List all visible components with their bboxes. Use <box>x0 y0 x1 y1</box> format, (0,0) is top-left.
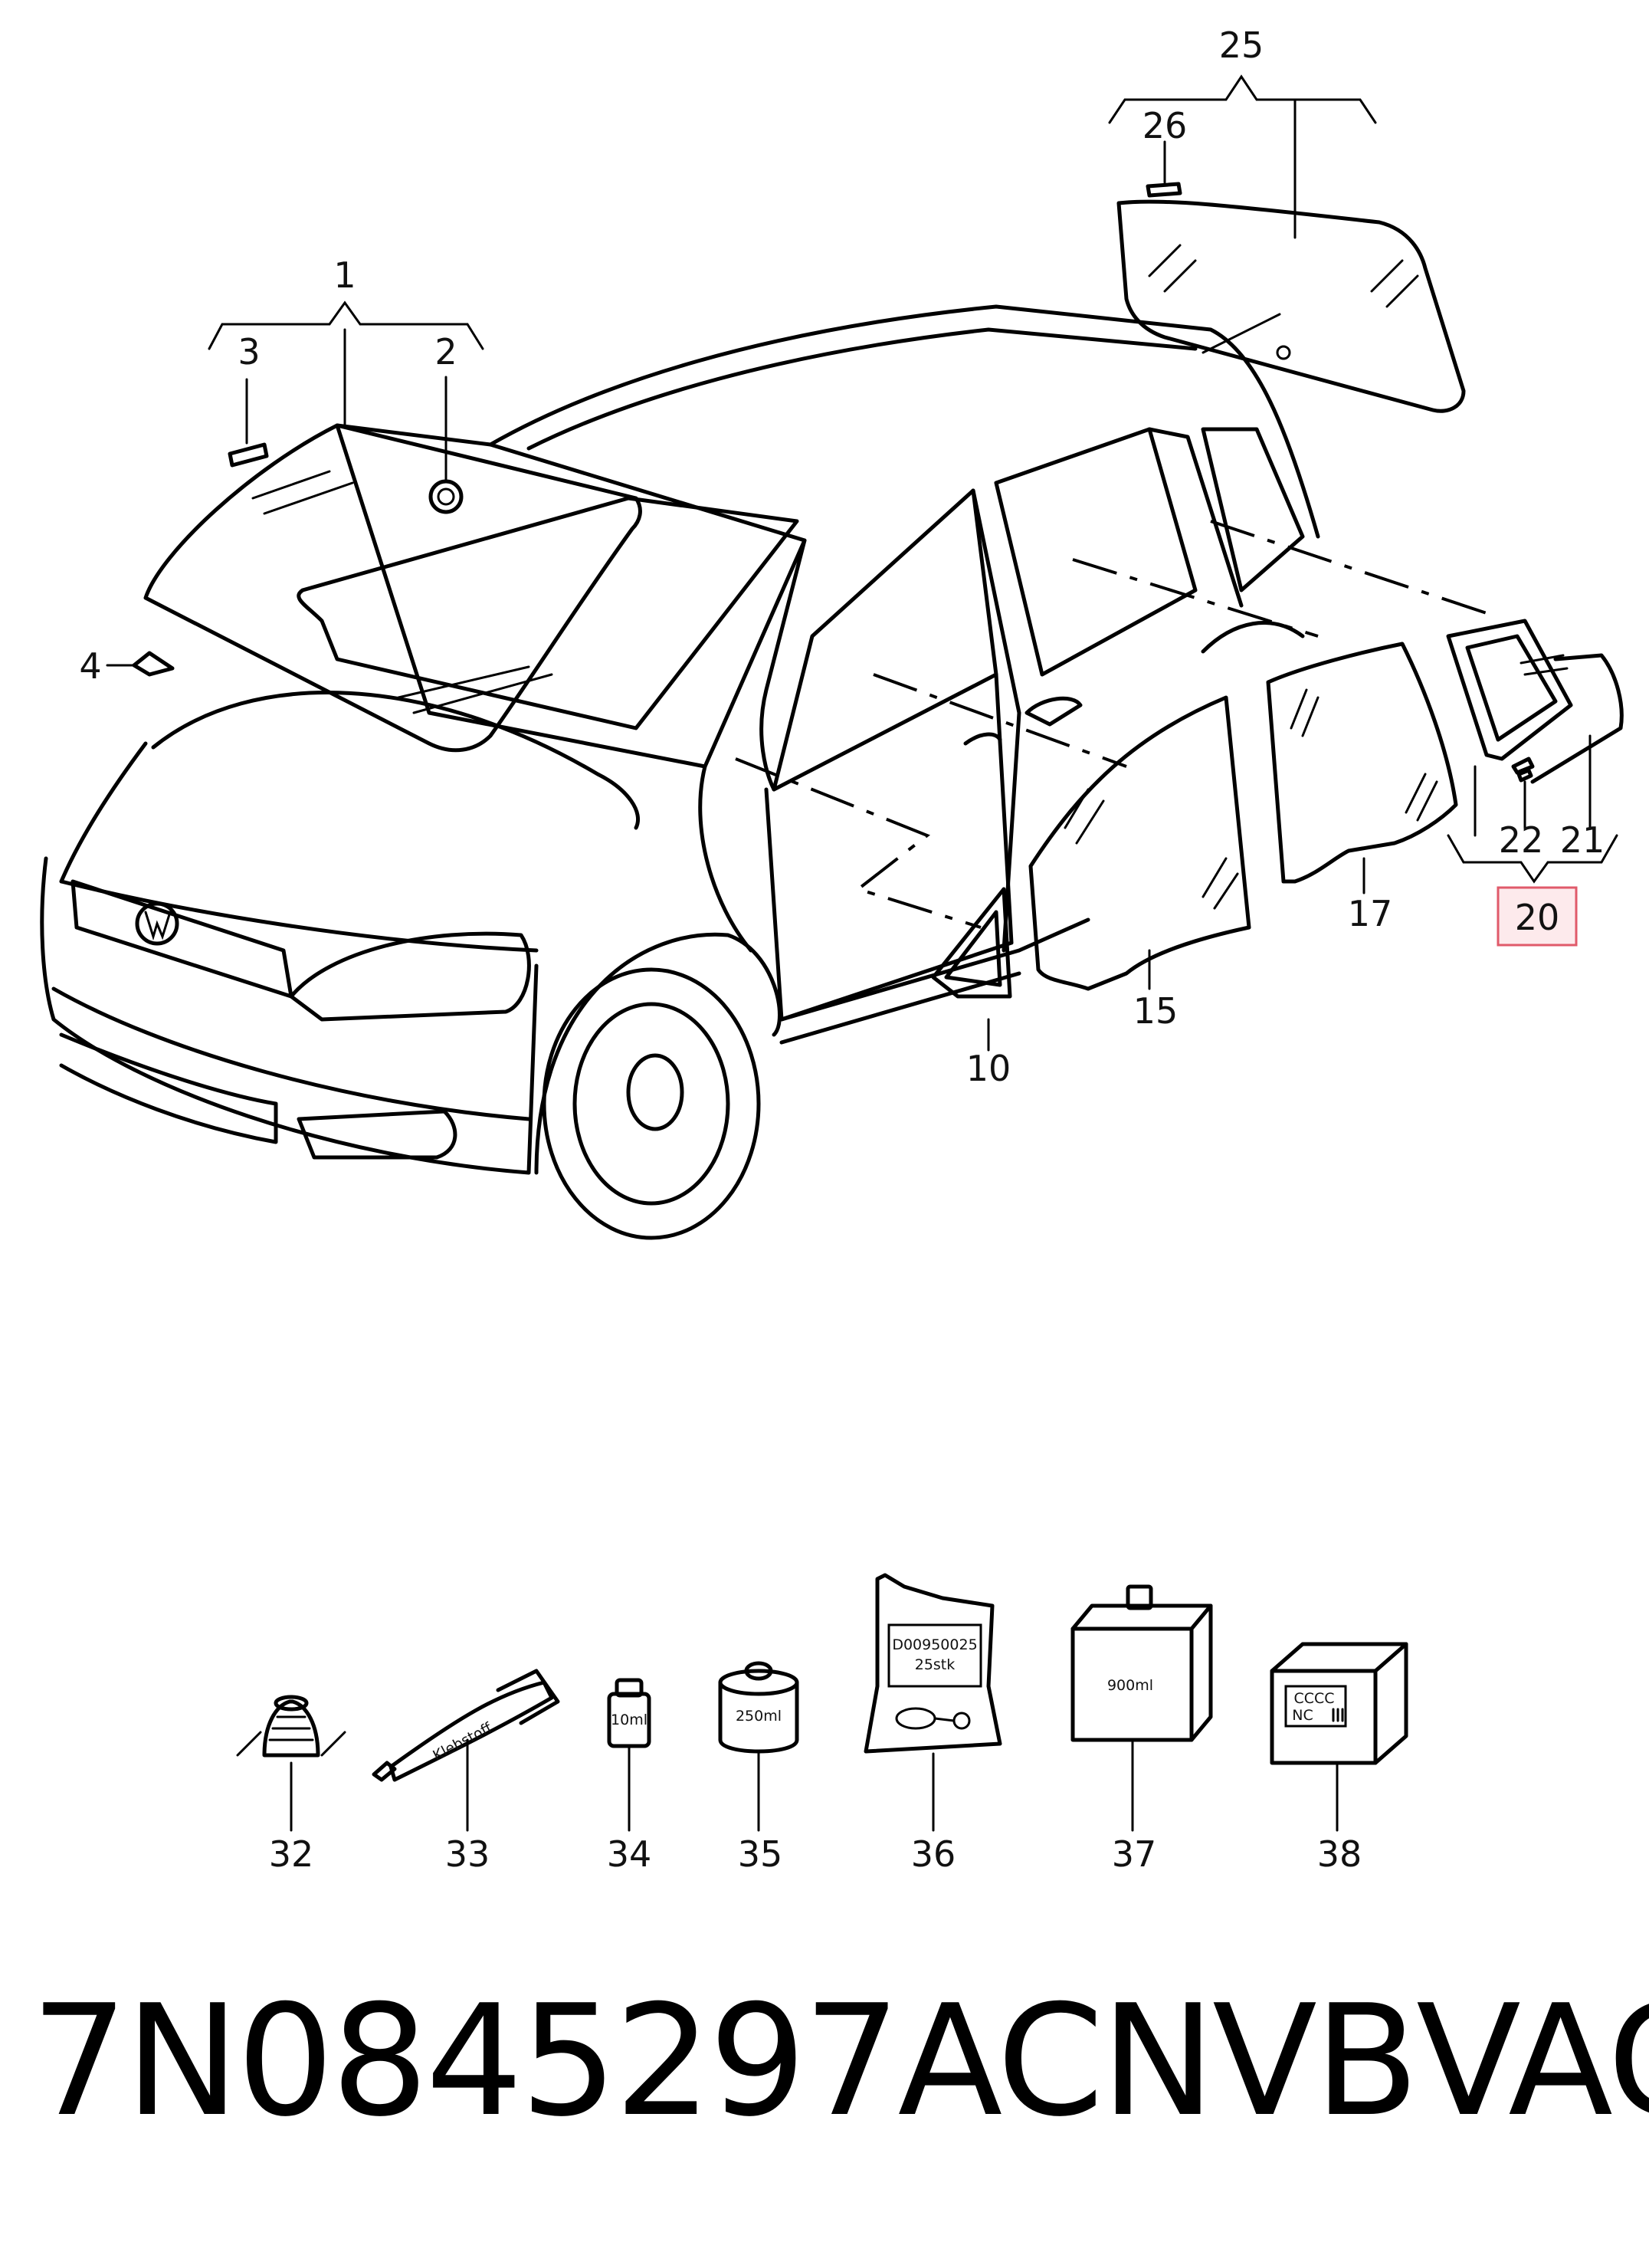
vehicle-outline <box>40 304 1320 1240</box>
part-number: 7N0845297ACNVB <box>31 1972 1419 2151</box>
small-bottle-label: 10ml <box>611 1712 647 1728</box>
part-front-door-glass <box>1028 695 1251 991</box>
callout-15: 15 <box>1133 990 1179 1032</box>
bag-code: D00950025 <box>892 1636 977 1653</box>
item-can: 250ml <box>718 1661 799 1832</box>
callout-35: 35 <box>738 1833 783 1875</box>
canister-label: 900ml <box>1107 1677 1153 1694</box>
item-small-bottle: 10ml <box>607 1678 651 1832</box>
part-pad <box>228 442 269 468</box>
callout-36: 36 <box>911 1833 956 1875</box>
item-grommet <box>236 1695 346 1832</box>
item-primer-bag: D00950025 25stk <box>864 1573 1002 1832</box>
footer: 7N0845297ACNVB VAG <box>31 1962 1649 2161</box>
box-label-1: CCCC <box>1293 1690 1334 1707</box>
item-box: CCCC NC <box>1270 1642 1408 1832</box>
part-quarter-glass-assembly <box>1446 619 1624 784</box>
box-label-2: NC <box>1292 1707 1313 1724</box>
callout-3: 3 <box>238 331 260 373</box>
callout-38: 38 <box>1317 1833 1362 1875</box>
item-adhesive-tube: Klebstoff <box>372 1669 560 1832</box>
tube-label: Klebstoff <box>430 1719 495 1764</box>
item-canister: 900ml <box>1070 1584 1213 1832</box>
callout-17: 17 <box>1348 893 1393 934</box>
part-rear-door-glass <box>1266 642 1458 884</box>
callout-33: 33 <box>445 1833 490 1875</box>
callout-34: 34 <box>607 1833 652 1875</box>
bag-qty: 25stk <box>915 1656 956 1673</box>
part-sensor <box>428 479 464 514</box>
part-rear-window <box>1116 199 1466 413</box>
callout-4: 4 <box>79 645 101 687</box>
callout-26: 26 <box>1142 105 1188 146</box>
callout-1: 1 <box>333 254 356 296</box>
part-clip <box>132 651 175 677</box>
brand-name: VAG <box>1416 1972 1649 2151</box>
part-corner-glass <box>931 887 1012 999</box>
callout-20: 20 <box>1515 897 1560 938</box>
leader-lines <box>106 74 1618 1052</box>
highlight-box <box>1497 886 1578 947</box>
callout-2: 2 <box>434 331 457 373</box>
can-label: 250ml <box>736 1708 782 1725</box>
callout-32: 32 <box>269 1833 314 1875</box>
explosion-lines <box>735 520 1487 929</box>
callout-22: 22 <box>1499 819 1544 861</box>
part-tab <box>1146 182 1182 198</box>
callout-37: 37 <box>1112 1833 1157 1875</box>
callout-10: 10 <box>966 1048 1011 1089</box>
callout-25: 25 <box>1219 25 1264 66</box>
part-windshield <box>143 423 642 753</box>
callout-21: 21 <box>1560 819 1605 861</box>
